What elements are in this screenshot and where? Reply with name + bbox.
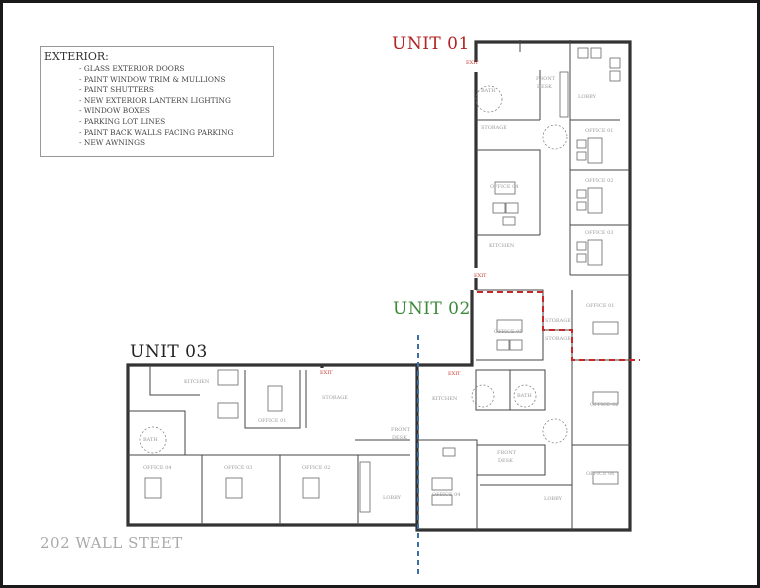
room-label: OFFICE 04 (490, 184, 518, 190)
room-label: OFFICE 03 (585, 230, 613, 236)
room-label: BATH (143, 437, 158, 443)
note-item: - GLASS EXTERIOR DOORS (79, 64, 185, 73)
room-label: STORAGE (322, 395, 348, 401)
notes-heading: EXTERIOR: (44, 50, 109, 63)
exit-label: EXIT (448, 371, 461, 377)
note-item: - PARKING LOT LINES (79, 116, 166, 126)
note-item: - NEW AWNINGS (79, 138, 146, 148)
room-label: BATH (481, 88, 496, 94)
room-label: LOBBY (544, 496, 563, 502)
note-item: - PAINT BACK WALLS FACING PARKING (79, 127, 234, 137)
room-label: OFFICE 04 (143, 465, 171, 471)
unit-03-label: UNIT 03 (130, 342, 208, 362)
note-item: - PAINT WINDOW TRIM & MULLIONS (79, 74, 226, 84)
notes-list: - GLASS EXTERIOR DOORS - PAINT WINDOW TR… (79, 64, 273, 149)
room-label: OFFICE 01 (586, 303, 614, 309)
exit-label: EXIT (466, 60, 479, 66)
room-label: KITCHEN (432, 396, 458, 402)
room-label: KITCHEN (489, 243, 515, 249)
room-label: STORAGE (545, 336, 571, 342)
room-label: DESK (537, 84, 552, 90)
room-label: LOBBY (383, 495, 402, 501)
room-label: OFFICE 01 (585, 128, 613, 134)
room-label: LOBBY (578, 94, 597, 100)
room-label: STORAGE (481, 125, 507, 131)
unit-01-label: UNIT 01 (392, 34, 470, 54)
room-label: FRONT (391, 427, 411, 433)
room-label: FRONT (497, 450, 517, 456)
note-item: - WINDOW BOXES (79, 106, 150, 116)
address-label: 202 WALL STEET (40, 534, 183, 552)
room-label: OFFICE 02 (302, 465, 330, 471)
exterior-notes-box: EXTERIOR: - GLASS EXTERIOR DOORS - PAINT… (40, 46, 274, 157)
note-item: - NEW EXTERIOR LANTERN LIGHTING (79, 95, 231, 105)
room-labels: EXIT BATH FRONT DESK LOBBY STORAGE OFFIC… (143, 60, 618, 502)
room-label: DESK (498, 458, 513, 464)
exit-label: EXIT (474, 273, 487, 279)
room-label: BATH (517, 393, 532, 399)
room-label: OFFICE 05 (494, 329, 522, 335)
room-label: OFFICE 02 (590, 402, 618, 408)
room-label: OFFICE 02 (585, 178, 613, 184)
room-label: STORAGE (545, 318, 571, 324)
room-label: FRONT (536, 76, 556, 82)
exit-label: EXIT (320, 370, 333, 376)
unit-02-label: UNIT 02 (393, 299, 471, 319)
unit-01-02-divider (477, 291, 640, 361)
room-label: DESK (392, 435, 407, 441)
room-label: KITCHEN (184, 379, 210, 385)
note-item: - PAINT SHUTTERS (79, 85, 154, 95)
unit-03-walls (126, 363, 417, 527)
room-label: OFFICE 06 (586, 471, 614, 477)
room-label: OFFICE 01 (258, 418, 286, 424)
room-label: OFFICE 03 (224, 465, 252, 471)
furniture (139, 47, 621, 513)
north-wing-walls (415, 40, 632, 532)
room-label: OFFICE 04 (432, 492, 460, 498)
